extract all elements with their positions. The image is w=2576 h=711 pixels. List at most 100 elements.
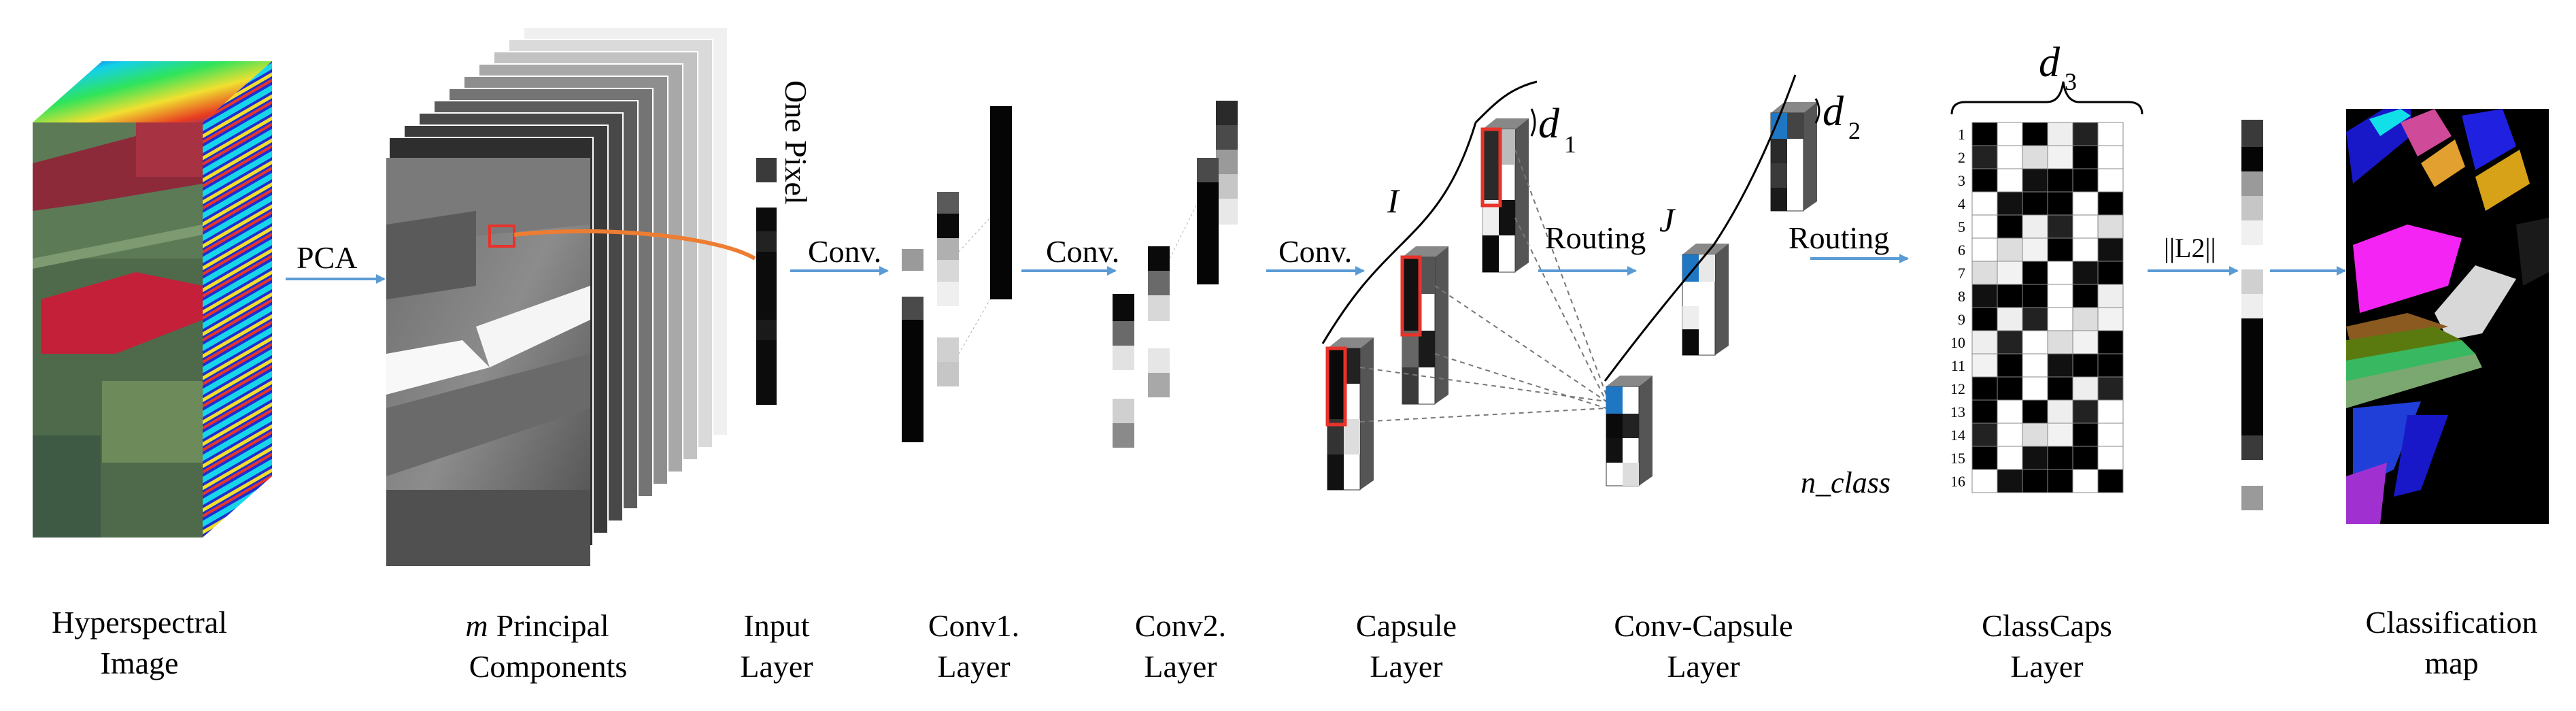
pca-arrow: PCA <box>286 240 386 284</box>
classcaps-cell <box>1971 191 1998 216</box>
classcaps-grid <box>1971 122 2124 493</box>
classcaps-cell <box>2072 330 2099 354</box>
classcaps-cell <box>1971 423 1998 447</box>
class-index-3: 3 <box>1958 172 1965 189</box>
classcaps-cell <box>1997 307 2023 331</box>
classcaps-cell <box>1971 122 1998 146</box>
class-index-15: 15 <box>1950 450 1965 467</box>
classcaps-cell <box>2047 376 2073 401</box>
conv2-layer <box>1113 101 1238 448</box>
stage-label-input-2: Layer <box>740 649 813 684</box>
classcaps-cell <box>1997 168 2023 193</box>
classcaps-cell <box>2097 376 2124 401</box>
classcaps-cell <box>2097 446 2124 470</box>
classcaps-cell <box>2022 353 2048 378</box>
routing-label-1: Routing <box>1545 220 1646 255</box>
conv-capsule-column-3 <box>1770 102 1817 212</box>
classcaps-cell <box>2072 399 2099 424</box>
classcaps-cell <box>2047 261 2073 285</box>
conv-label-2: Conv. <box>1046 234 1119 269</box>
d2-symbol: d <box>1823 88 1844 135</box>
classcaps-cell <box>1997 122 2023 146</box>
stage-label-classcaps-1: ClassCaps <box>1982 608 2112 643</box>
capsule-column-2 <box>1400 246 1448 405</box>
classcaps-cell <box>2022 376 2048 401</box>
conv-label-1: Conv. <box>808 234 881 269</box>
classcaps-cell <box>2047 399 2073 424</box>
pixel-highlight-box <box>488 225 515 248</box>
classcaps-cell <box>2097 330 2124 354</box>
classcaps-cell <box>2022 284 2048 308</box>
classcaps-cell <box>2047 284 2073 308</box>
classcaps-cell <box>2097 469 2124 493</box>
stage-label-conv1-1: Conv1. <box>928 608 1019 643</box>
class-index-4: 4 <box>1958 195 1965 212</box>
classcaps-cell <box>1997 376 2023 401</box>
classcaps-cell <box>2097 122 2124 146</box>
classcaps-cell <box>2072 376 2099 401</box>
class-index-10: 10 <box>1950 334 1965 351</box>
classcaps-cell <box>2047 446 2073 470</box>
classcaps-cell <box>1971 446 1998 470</box>
classcaps-cell <box>2072 214 2099 239</box>
classcaps-cell <box>1971 214 1998 239</box>
conv-arrow-2: Conv. <box>1021 234 1119 276</box>
conv-label-3: Conv. <box>1278 234 1352 269</box>
principal-components-stack <box>386 27 756 566</box>
classcaps-cell <box>2097 353 2124 378</box>
classcaps-cell <box>2072 191 2099 216</box>
classcaps-cell <box>2022 214 2048 239</box>
classcaps-cell <box>1997 446 2023 470</box>
conv-capsule-column-2 <box>1682 244 1729 356</box>
pca-label: PCA <box>296 240 357 275</box>
classcaps-cell <box>2097 237 2124 262</box>
classcaps-cell <box>1971 376 1998 401</box>
classcaps-cell <box>2097 214 2124 239</box>
classcaps-cell <box>2072 284 2099 308</box>
classcaps-cell <box>1971 145 1998 169</box>
classcaps-cell <box>2047 191 2073 216</box>
classcaps-cell <box>2022 446 2048 470</box>
classcaps-cell <box>2097 284 2124 308</box>
class-index-6: 6 <box>1958 242 1965 259</box>
d3-symbol: d <box>2039 39 2061 86</box>
stage-label-capsule-2: Layer <box>1370 649 1442 684</box>
classcaps-cell <box>2097 423 2124 447</box>
classcaps-cell <box>2072 423 2099 447</box>
classcaps-cell <box>1971 353 1998 378</box>
stage-label-classcaps-2: Layer <box>2010 649 2083 684</box>
classcaps-cell <box>2022 261 2048 285</box>
n-class-label: n_class <box>1801 466 1891 499</box>
stage-label-hsi-2: Image <box>101 646 179 680</box>
conv-capsule-layer: J d 2 <box>1604 74 1861 486</box>
classcaps-cell <box>2047 423 2073 447</box>
classification-map <box>2346 109 2549 524</box>
classcaps-cell <box>1997 469 2023 493</box>
output-length-vector <box>2241 120 2263 510</box>
classcaps-cell <box>1971 330 1998 354</box>
classcaps-cell <box>1997 330 2023 354</box>
classcaps-cell <box>1997 399 2023 424</box>
capsule-column-1 <box>1325 337 1374 491</box>
classcaps-cell <box>2097 399 2124 424</box>
classcaps-cell <box>2022 168 2048 193</box>
class-index-7: 7 <box>1958 265 1965 282</box>
classcaps-cell <box>2072 237 2099 262</box>
l2-norm-label: ||L2|| <box>2164 233 2216 263</box>
classcaps-cell <box>2022 399 2048 424</box>
pixel-leader-line <box>513 229 756 261</box>
l2-arrow: ||L2|| <box>2148 233 2239 276</box>
class-index-13: 13 <box>1950 403 1965 420</box>
class-index-1: 1 <box>1958 126 1965 143</box>
classcaps-cell <box>2022 191 2048 216</box>
stage-label-classmap-1: Classification <box>2366 605 2538 640</box>
class-index-8: 8 <box>1958 288 1965 305</box>
classcaps-cell <box>2072 353 2099 378</box>
input-pixel-vector: One Pixel <box>756 80 813 405</box>
conv1-layer <box>902 106 1012 442</box>
class-index-12: 12 <box>1950 380 1965 397</box>
